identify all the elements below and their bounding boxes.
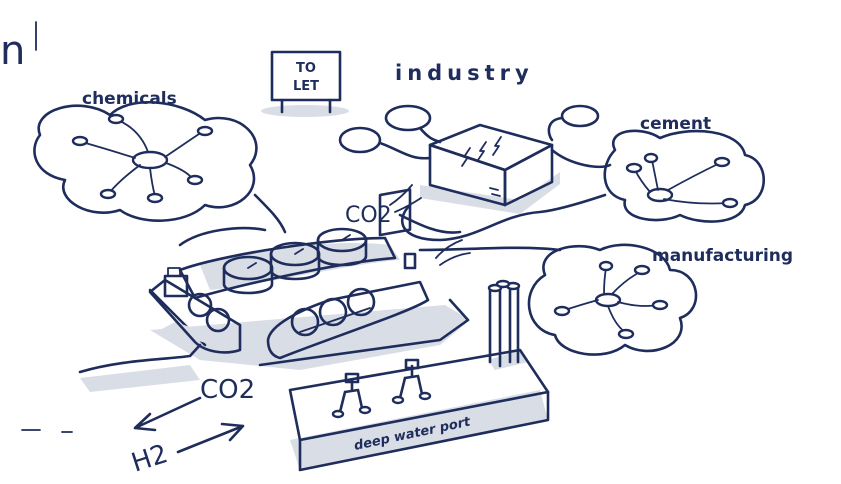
h2-label: H2 <box>128 439 172 479</box>
sign-board <box>270 50 342 102</box>
tank <box>222 255 274 295</box>
manufacturing-node <box>553 305 571 317</box>
cement-node <box>643 152 659 164</box>
manufacturing-cluster: manufacturing <box>527 243 793 356</box>
chemicals-label: chemicals <box>82 89 177 109</box>
chemicals-cluster: chemicals <box>33 89 258 222</box>
partial-title-text: n <box>0 28 25 74</box>
quay-shade-left <box>80 365 200 392</box>
industry-node-cloud <box>338 126 382 154</box>
cement-links <box>634 159 729 205</box>
chemicals-boundary <box>33 100 258 222</box>
co2-bottom-label: CO2 <box>200 375 255 405</box>
ship-icon <box>148 267 245 354</box>
industry-node-cloud <box>560 104 600 128</box>
industry-node-cloud <box>384 104 432 132</box>
chemicals-node <box>196 125 214 137</box>
edge-dashes <box>21 429 73 433</box>
chemicals-node <box>71 135 89 147</box>
to-let-sign-icon: TO LET <box>261 50 349 117</box>
sign-shadow <box>261 105 349 117</box>
chemicals-node <box>186 174 204 186</box>
manufacturing-node <box>633 264 651 276</box>
tank-platform <box>178 236 397 300</box>
co2-top-group: CO2 <box>345 184 471 266</box>
co2-top-label: CO2 <box>345 203 392 228</box>
pipe-stack-icon <box>487 279 528 370</box>
chemicals-node <box>107 113 125 125</box>
cement-hub <box>646 187 674 203</box>
manufacturing-node <box>617 328 635 340</box>
cement-boundary <box>603 129 766 223</box>
cement-cluster: cement <box>603 114 766 223</box>
manufacturing-hub <box>594 292 622 308</box>
manufacturing-label: manufacturing <box>652 246 793 266</box>
factory-top <box>428 123 554 172</box>
electric-bolt-icon <box>461 136 502 167</box>
factory-shadow <box>420 172 560 214</box>
cement-node <box>713 156 731 168</box>
port-side-shade <box>290 390 548 470</box>
gas-flow-marks <box>389 184 471 266</box>
port-side <box>298 390 550 472</box>
chemicals-links <box>81 119 203 197</box>
manufacturing-boundary <box>527 243 698 356</box>
sign-text-line1: TO <box>296 61 316 76</box>
factory-side <box>503 143 554 207</box>
tank <box>316 227 368 267</box>
cement-node <box>625 162 643 174</box>
arrow-icon <box>176 422 245 454</box>
cement-node <box>721 197 739 209</box>
chemicals-node <box>146 192 164 204</box>
crane-icon <box>391 358 432 405</box>
sign-text-line2: LET <box>293 79 319 94</box>
storage-tank-icon <box>178 227 400 300</box>
manufacturing-node <box>598 260 614 272</box>
industry-connectors <box>378 116 607 242</box>
manufacturing-links <box>564 267 659 333</box>
ship-icon <box>266 188 430 360</box>
factory-vents <box>489 187 501 197</box>
chemicals-node <box>99 188 117 200</box>
manufacturing-node <box>651 299 669 311</box>
industry-label: industry <box>395 61 534 85</box>
arrow-icon <box>133 396 202 432</box>
factory-icon <box>420 123 560 214</box>
crane-icon <box>331 372 372 419</box>
export-flows: CO2 H2 <box>128 375 255 479</box>
industry-connector <box>550 148 612 169</box>
cement-label: cement <box>640 114 711 134</box>
pipeline-connectors <box>178 193 562 252</box>
